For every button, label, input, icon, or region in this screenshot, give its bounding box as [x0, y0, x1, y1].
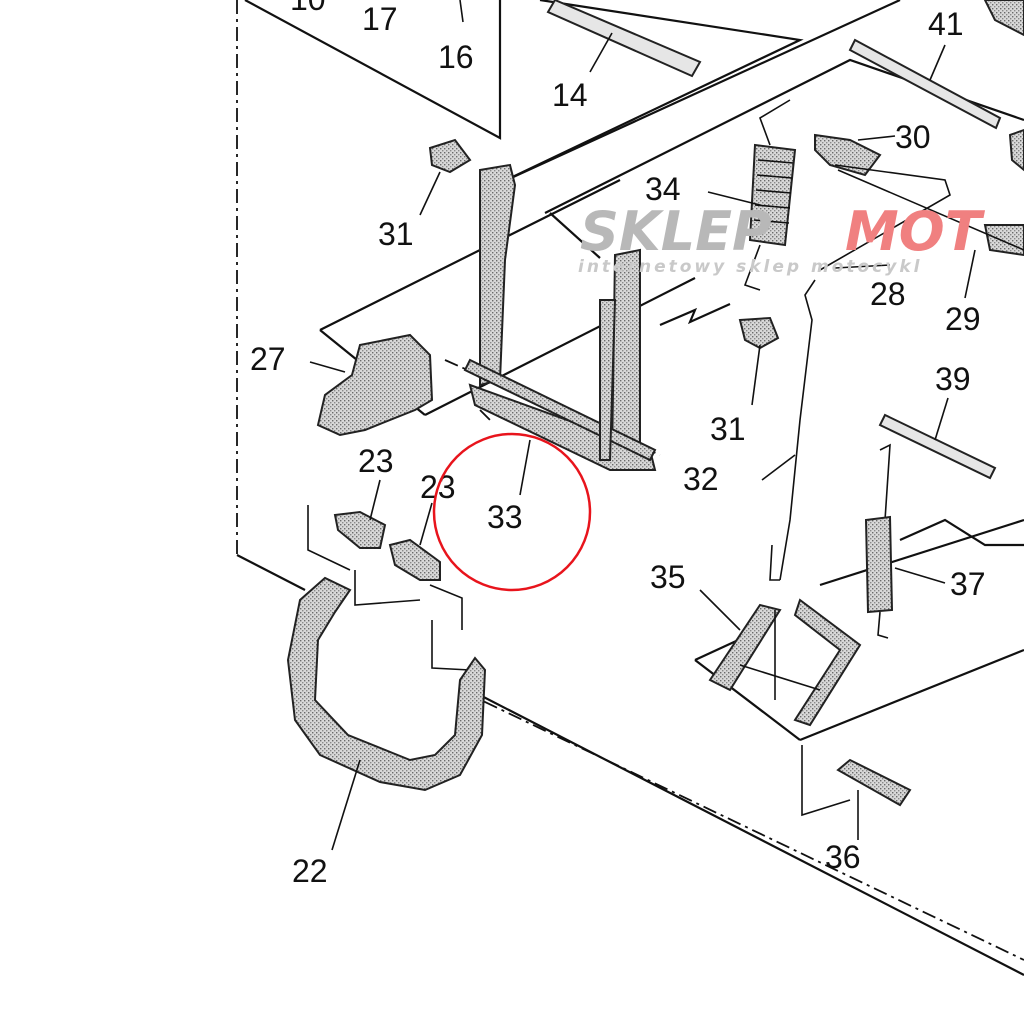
part-30-clip: [814, 133, 882, 177]
callout-29: 29: [945, 301, 981, 337]
callout-10: 10: [290, 0, 326, 17]
callout-30: 30: [895, 119, 931, 155]
callout-35: 35: [650, 559, 686, 595]
watermark-brand-left: SKLEP: [580, 200, 772, 263]
callout-27: 27: [250, 341, 286, 377]
highlight-circle: [432, 432, 592, 592]
part-41-rod: [848, 38, 1002, 130]
callout-17: 17: [362, 1, 398, 37]
part-bracket-frame: [463, 163, 657, 471]
part-31-bolts: [428, 138, 780, 350]
part-27-latch: [316, 333, 434, 437]
callout-31-upper: 31: [378, 216, 414, 252]
part-32-wire: [769, 279, 816, 581]
callout-22: 22: [292, 853, 328, 889]
part-22-handle: [286, 576, 487, 792]
part-35-arm: [708, 598, 862, 727]
part-34-spring: [743, 99, 797, 291]
callout-16: 16: [438, 39, 474, 75]
callout-28: 28: [870, 276, 906, 312]
part-36-pin: [836, 758, 912, 807]
callout-33: 33: [487, 499, 523, 535]
part-23-bolts: [333, 510, 441, 581]
watermark-tagline: internetowy sklep motocykl: [578, 257, 922, 277]
part-14-rod: [546, 0, 702, 78]
callout-32: 32: [683, 461, 719, 497]
part-28-29-rod: [819, 164, 1024, 271]
watermark-brand-right: MOT: [845, 200, 986, 263]
callout-14: 14: [552, 77, 588, 113]
part-37-spring: [864, 443, 894, 639]
part-39-pin: [878, 413, 997, 480]
watermark: SKLEP MOT internetowy sklep motocykl: [578, 200, 986, 277]
callout-34: 34: [645, 171, 681, 207]
part-top-right: [983, 0, 1024, 257]
callout-37: 37: [950, 566, 986, 602]
leader-lines: [309, 0, 976, 851]
callout-41: 41: [928, 6, 964, 42]
callout-36: 36: [825, 839, 861, 875]
callout-31-lower: 31: [710, 411, 746, 447]
callout-39: 39: [935, 361, 971, 397]
callout-23-left: 23: [358, 443, 394, 479]
callout-labels: 10 17 16 14 41 30 34 31 28 29 27 31 39 2…: [250, 0, 986, 889]
